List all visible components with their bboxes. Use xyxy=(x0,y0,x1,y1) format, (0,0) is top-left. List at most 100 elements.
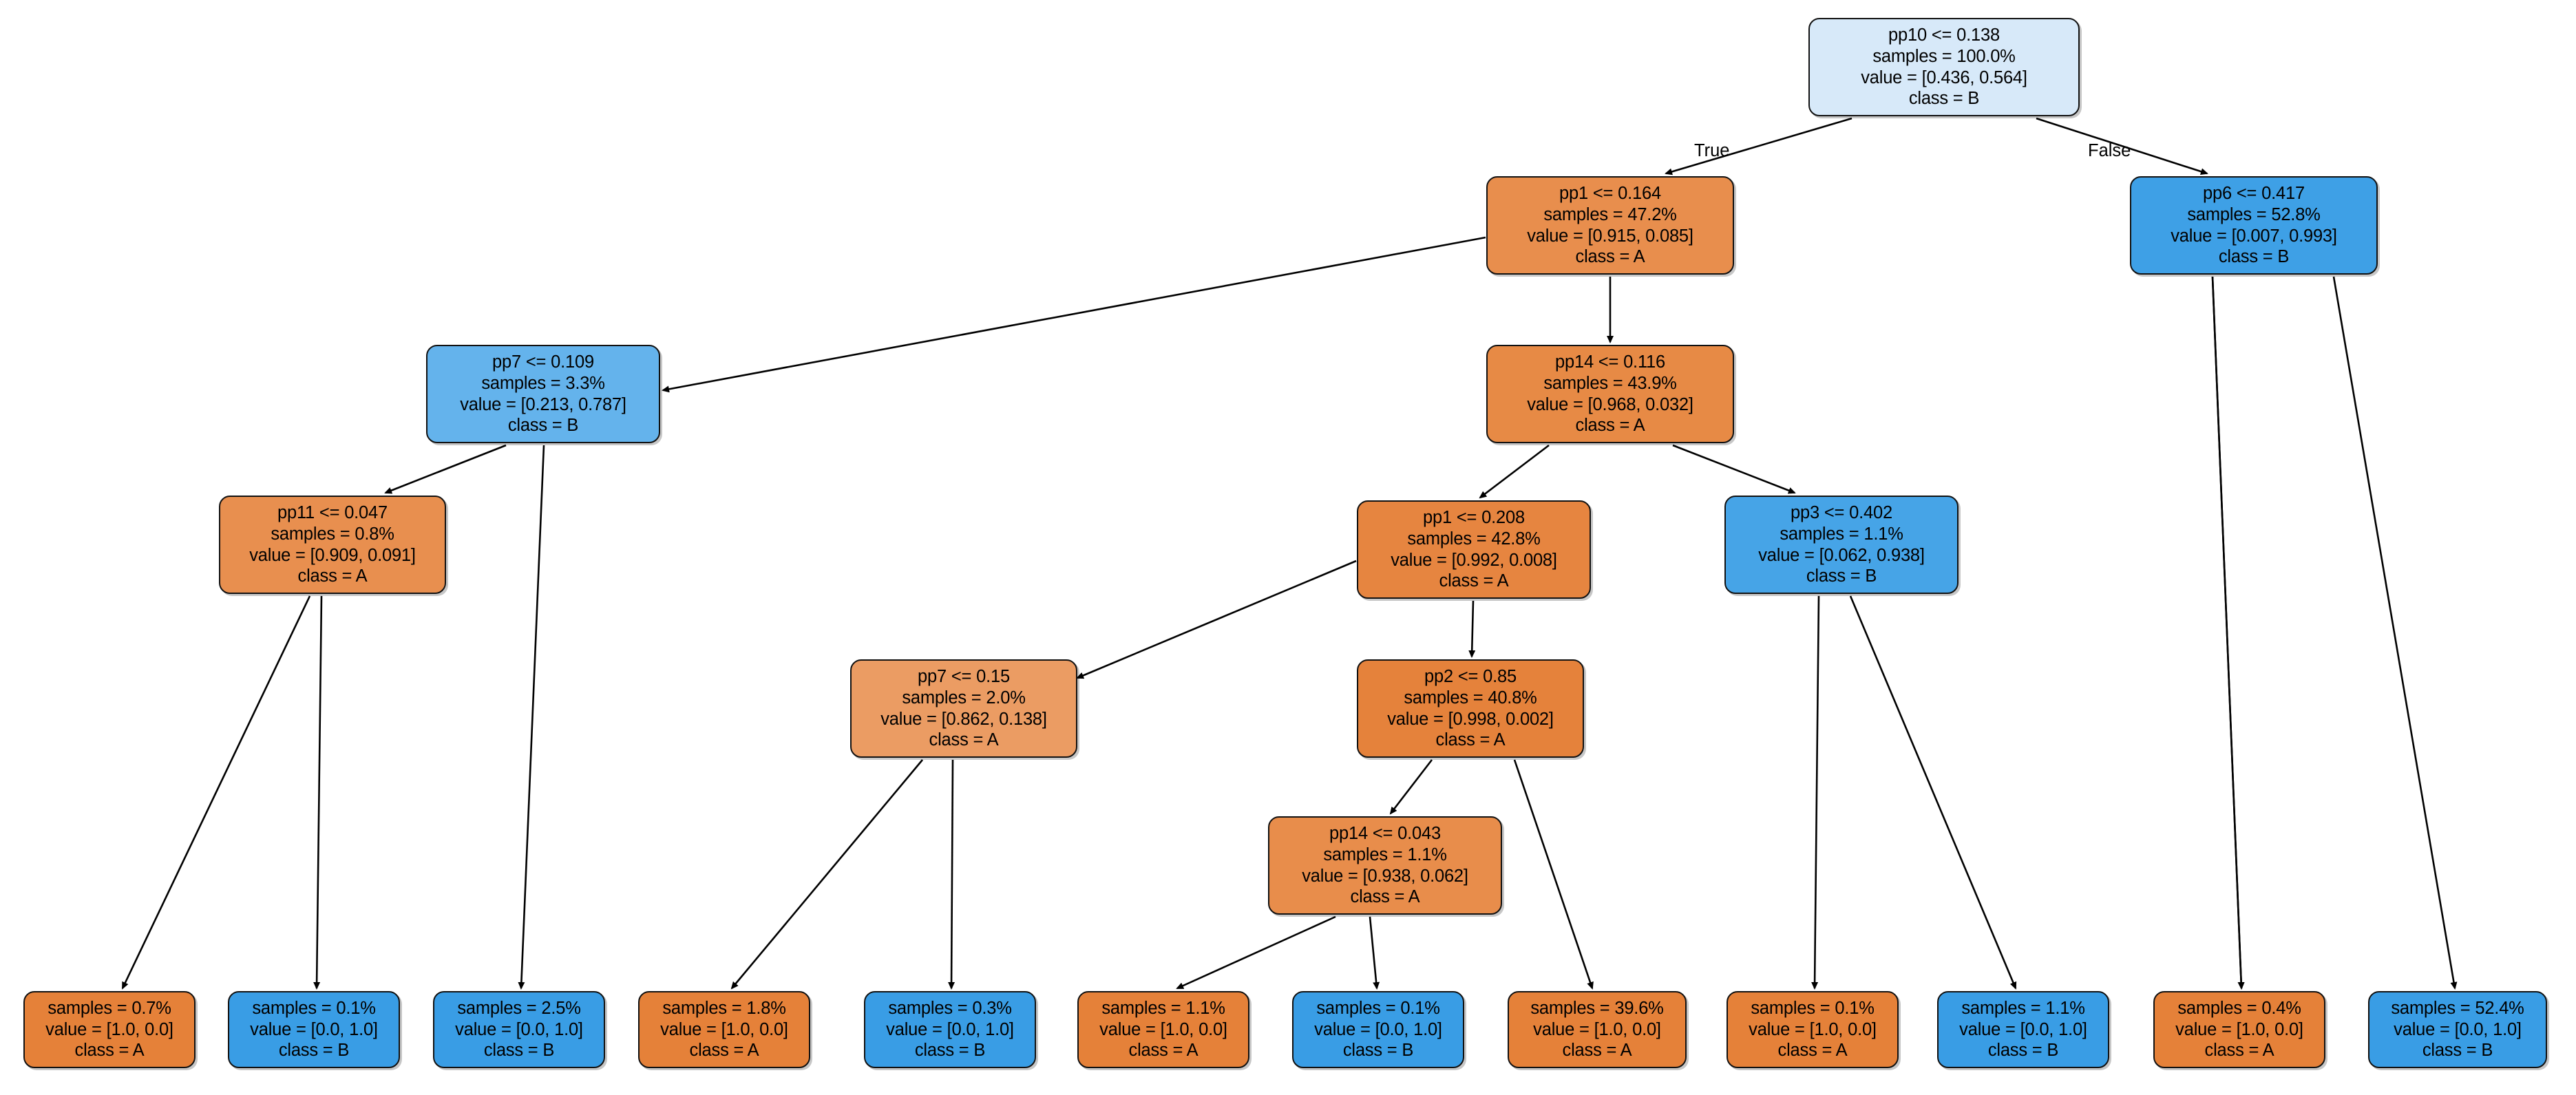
node-value: value = [1.0, 0.0] xyxy=(1533,1019,1661,1039)
tree-edge xyxy=(384,444,507,494)
node-class: class = B xyxy=(914,1041,986,1061)
node-class: class = A xyxy=(1435,730,1506,750)
node-condition: pp2 <= 0.85 xyxy=(1424,667,1517,687)
node-value: value = [1.0, 0.0] xyxy=(660,1019,788,1039)
node-value: value = [0.915, 0.085] xyxy=(1527,226,1693,246)
node-condition: pp14 <= 0.116 xyxy=(1555,352,1665,372)
node-condition: pp6 <= 0.417 xyxy=(2203,184,2305,204)
tree-leaf-node: samples = 1.8%value = [1.0, 0.0]class = … xyxy=(638,991,810,1068)
node-class: class = A xyxy=(689,1041,759,1061)
tree-leaf-node: samples = 1.1%value = [0.0, 1.0]class = … xyxy=(1937,991,2109,1068)
tree-edge xyxy=(313,595,323,990)
node-class: class = B xyxy=(507,416,579,436)
node-class: class = B xyxy=(2422,1041,2493,1061)
node-samples: samples = 52.8% xyxy=(2187,204,2321,224)
node-samples: samples = 3.3% xyxy=(481,373,605,393)
node-value: value = [0.007, 0.993] xyxy=(2171,226,2337,246)
node-condition: pp1 <= 0.208 xyxy=(1423,508,1525,528)
node-samples: samples = 0.7% xyxy=(47,999,171,1019)
node-samples: samples = 0.1% xyxy=(252,999,376,1019)
tree-edge xyxy=(1369,916,1380,990)
edge-label-true: True xyxy=(1694,141,1730,160)
node-class: class = B xyxy=(1342,1041,1414,1061)
node-value: value = [0.938, 0.062] xyxy=(1302,866,1468,886)
node-condition: pp7 <= 0.109 xyxy=(492,352,594,372)
node-samples: samples = 1.8% xyxy=(662,999,786,1019)
tree-edge xyxy=(1389,759,1433,815)
tree-edge xyxy=(1076,560,1357,679)
node-class: class = A xyxy=(74,1041,145,1061)
tree-edge xyxy=(662,236,1486,393)
node-samples: samples = 43.9% xyxy=(1543,373,1677,393)
node-value: value = [0.0, 1.0] xyxy=(1959,1019,2087,1039)
tree-edge xyxy=(2211,276,2245,990)
node-class: class = A xyxy=(929,730,999,750)
node-class: class = B xyxy=(278,1041,350,1061)
node-samples: samples = 0.1% xyxy=(1316,999,1440,1019)
node-class: class = A xyxy=(1575,247,1645,267)
node-samples: samples = 1.1% xyxy=(1780,524,1903,544)
node-samples: samples = 2.0% xyxy=(902,688,1026,708)
node-value: value = [0.0, 1.0] xyxy=(886,1019,1014,1039)
node-value: value = [0.0, 1.0] xyxy=(2394,1019,2522,1039)
node-value: value = [0.998, 0.002] xyxy=(1387,709,1554,729)
tree-leaf-node: samples = 0.1%value = [0.0, 1.0]class = … xyxy=(1292,991,1464,1068)
node-samples: samples = 0.4% xyxy=(2177,999,2301,1019)
node-class: class = B xyxy=(2218,247,2290,267)
node-samples: samples = 0.3% xyxy=(888,999,1012,1019)
tree-leaf-node: samples = 1.1%value = [1.0, 0.0]class = … xyxy=(1077,991,1249,1068)
node-class: class = A xyxy=(1575,416,1645,436)
node-class: class = B xyxy=(483,1041,555,1061)
node-value: value = [0.213, 0.787] xyxy=(460,394,626,414)
node-class: class = A xyxy=(1350,887,1420,907)
node-value: value = [0.0, 1.0] xyxy=(455,1019,583,1039)
node-class: class = A xyxy=(1562,1041,1632,1061)
tree-leaf-node: samples = 0.1%value = [1.0, 0.0]class = … xyxy=(1727,991,1899,1068)
node-samples: samples = 52.4% xyxy=(2391,999,2524,1019)
node-samples: samples = 0.1% xyxy=(1751,999,1875,1019)
tree-edge xyxy=(1672,444,1796,494)
node-class: class = A xyxy=(297,566,368,586)
tree-leaf-node: samples = 52.4%value = [0.0, 1.0]class =… xyxy=(2368,991,2547,1068)
node-class: class = B xyxy=(1987,1041,2059,1061)
node-samples: samples = 1.1% xyxy=(1101,999,1225,1019)
node-condition: pp11 <= 0.047 xyxy=(277,503,388,523)
tree-leaf-node: samples = 39.6%value = [1.0, 0.0]class =… xyxy=(1508,991,1687,1068)
node-condition: pp14 <= 0.043 xyxy=(1329,824,1441,844)
tree-leaf-node: samples = 0.7%value = [1.0, 0.0]class = … xyxy=(23,991,196,1068)
node-value: value = [0.0, 1.0] xyxy=(1314,1019,1442,1039)
node-samples: samples = 42.8% xyxy=(1407,529,1541,549)
tree-leaf-node: samples = 0.4%value = [1.0, 0.0]class = … xyxy=(2153,991,2325,1068)
tree-edge xyxy=(2211,276,2245,990)
node-samples: samples = 100.0% xyxy=(1872,46,2016,66)
tree-leaf-node: samples = 0.3%value = [0.0, 1.0]class = … xyxy=(864,991,1036,1068)
node-value: value = [0.436, 0.564] xyxy=(1861,67,2027,87)
tree-edge xyxy=(1513,759,1594,990)
node-samples: samples = 40.8% xyxy=(1404,688,1537,708)
node-samples: samples = 0.8% xyxy=(271,524,394,544)
tree-edge xyxy=(1468,600,1476,658)
tree-edge xyxy=(730,759,923,990)
node-samples: samples = 47.2% xyxy=(1543,204,1677,224)
node-condition: pp7 <= 0.15 xyxy=(918,667,1010,687)
node-class: class = A xyxy=(2204,1041,2274,1061)
node-samples: samples = 1.1% xyxy=(1961,999,2085,1019)
tree-edge xyxy=(1176,915,1336,990)
node-samples: samples = 1.1% xyxy=(1323,844,1447,864)
node-class: class = A xyxy=(1439,571,1509,591)
node-value: value = [1.0, 0.0] xyxy=(1099,1019,1227,1039)
tree-edge xyxy=(2332,276,2458,990)
node-value: value = [1.0, 0.0] xyxy=(45,1019,173,1039)
tree-edge xyxy=(518,445,545,990)
node-value: value = [0.062, 0.938] xyxy=(1758,545,1925,565)
